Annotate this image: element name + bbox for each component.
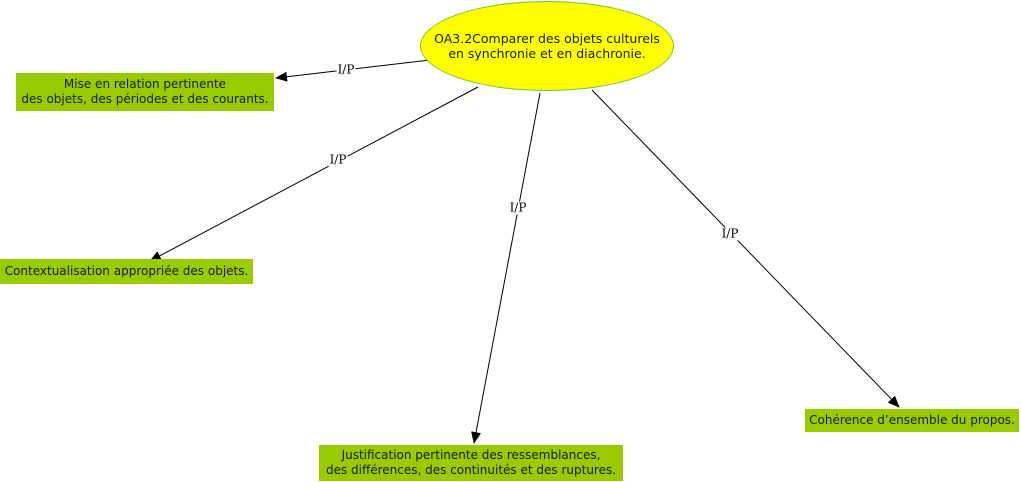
root-line-2: en synchronie et en diachronie. [448,46,646,61]
connector-2 [149,86,479,262]
node-1-line-1: Mise en relation pertinente [63,77,227,91]
node-3-line-1: Justification pertinente des ressemblanc… [341,448,601,462]
concept-node-contextualisation[interactable]: Contextualisation appropriée des objets. [0,259,253,284]
concept-node-mise-en-relation[interactable]: Mise en relation pertinente des objets, … [16,73,274,111]
connector-3 [471,92,541,444]
link-label-4: I/P [720,226,740,241]
root-concept-ellipse[interactable]: OA3.2Comparer des objets culturels en sy… [420,1,674,91]
concept-node-coherence[interactable]: Cohérence d’ensemble du propos. [805,409,1019,432]
node-2-line-1: Contextualisation appropriée des objets. [4,264,249,278]
node-1-line-2: des objets, des périodes et des courants… [21,92,269,106]
link-label-2: I/P [328,152,348,167]
link-label-3: I/P [508,200,528,215]
link-label-1: I/P [336,62,356,77]
connector-4 [591,89,900,408]
node-3-line-2: des différences, des continuités et des … [325,463,617,477]
node-4-line-1: Cohérence d’ensemble du propos. [809,413,1015,427]
concept-node-justification[interactable]: Justification pertinente des ressemblanc… [319,445,623,481]
root-line-1: OA3.2Comparer des objets culturels [434,31,660,46]
